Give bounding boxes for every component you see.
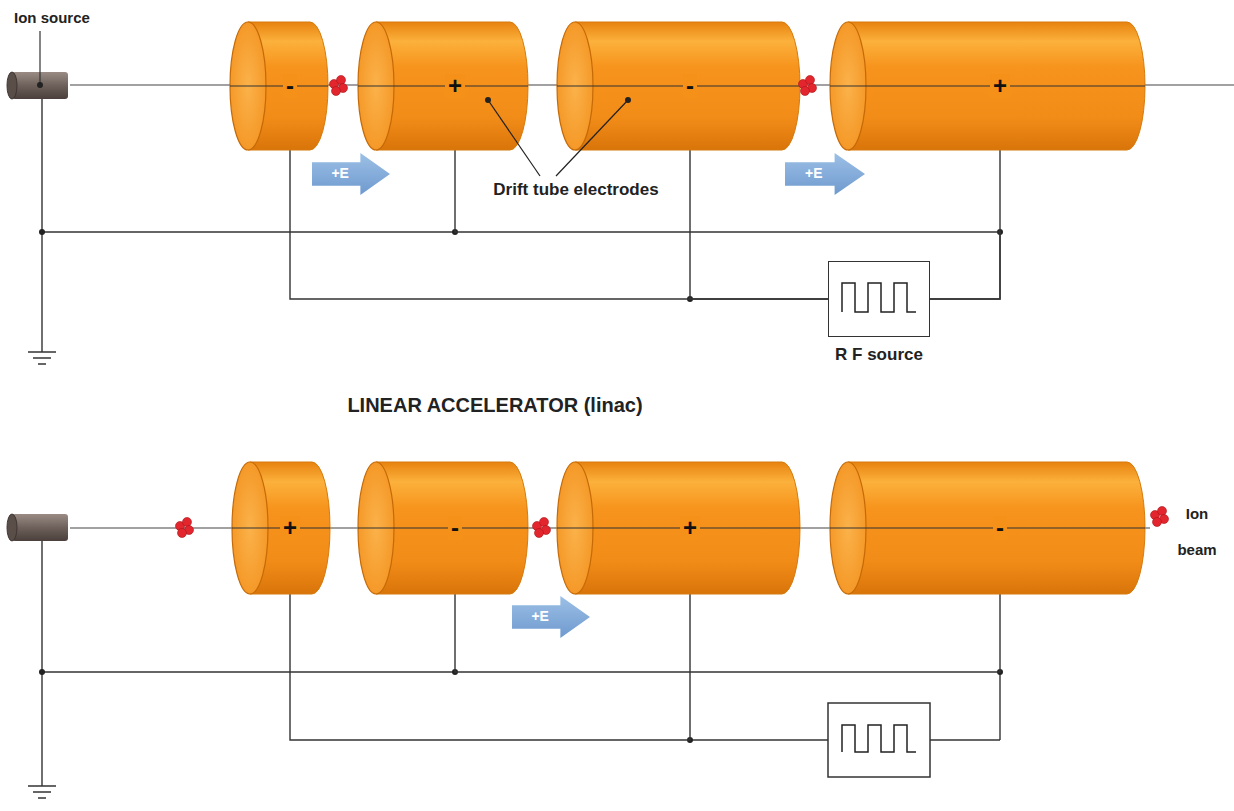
arrow-shape bbox=[512, 596, 590, 638]
wire bbox=[455, 594, 1000, 672]
drift-tube: - bbox=[358, 462, 528, 594]
beam-axis bbox=[830, 85, 1145, 86]
leader-line bbox=[488, 100, 540, 176]
cylinder-shape bbox=[358, 462, 528, 594]
rf-wire bbox=[930, 739, 1000, 740]
leader-dot bbox=[37, 82, 43, 88]
drift-tube: - bbox=[557, 22, 800, 150]
field-label: +E bbox=[531, 609, 549, 624]
rf-source-label: R F source bbox=[835, 346, 923, 365]
field-arrow-shape bbox=[785, 153, 865, 195]
cylinder-shape bbox=[830, 22, 1145, 150]
ground-symbol bbox=[38, 363, 46, 365]
wire bbox=[930, 150, 1000, 299]
part-label: Drift tube electrodes bbox=[493, 180, 658, 200]
ion-cluster bbox=[330, 76, 348, 96]
junction-dot bbox=[39, 669, 45, 675]
cylinder-shape bbox=[830, 462, 1145, 594]
beam-axis bbox=[358, 85, 528, 86]
beam-axis bbox=[230, 85, 328, 86]
square-wave bbox=[842, 283, 916, 312]
field-arrow: +E bbox=[312, 153, 390, 195]
cylinder-shape bbox=[557, 22, 800, 150]
wire bbox=[690, 150, 828, 299]
polarity-sign: - bbox=[993, 516, 1007, 540]
field-label: +E bbox=[805, 166, 823, 181]
polarity-sign: - bbox=[448, 516, 462, 540]
rf-source-box bbox=[828, 703, 930, 777]
beam-axis bbox=[557, 527, 800, 528]
polarity-sign: + bbox=[680, 516, 700, 540]
field-arrow-shape bbox=[512, 596, 590, 638]
cylinder-shape bbox=[230, 22, 328, 150]
cylinder-shape bbox=[557, 462, 800, 594]
part-label: Ion source bbox=[14, 9, 90, 26]
leader-dot bbox=[485, 97, 491, 103]
drift-tube: - bbox=[230, 22, 328, 150]
ground-wire bbox=[41, 528, 42, 786]
beam-axis bbox=[358, 527, 528, 528]
leader-dot bbox=[625, 97, 631, 103]
drift-tube: + bbox=[358, 22, 528, 150]
rf-wire bbox=[690, 739, 828, 740]
ground-symbol bbox=[33, 357, 51, 359]
diagram-title: LINEAR ACCELERATOR (linac) bbox=[347, 394, 642, 417]
ion-cluster bbox=[799, 76, 817, 96]
ground-rail bbox=[42, 671, 455, 672]
field-arrow: +E bbox=[512, 596, 590, 638]
ion-source-cylinder bbox=[12, 514, 68, 541]
beam-axis bbox=[830, 527, 1145, 528]
beam-axis bbox=[557, 85, 800, 86]
ground-symbol bbox=[28, 785, 56, 787]
polarity-sign: + bbox=[990, 74, 1010, 98]
square-wave-symbol bbox=[829, 262, 928, 335]
square-wave-symbol bbox=[842, 725, 916, 752]
ground-symbol bbox=[28, 351, 56, 353]
beam-axis bbox=[70, 527, 1150, 528]
drift-tube: - bbox=[830, 462, 1145, 594]
ground-rail bbox=[42, 231, 455, 232]
ion-cluster bbox=[533, 518, 551, 538]
arrow-shape bbox=[312, 153, 390, 195]
polarity-sign: - bbox=[283, 74, 297, 98]
junction-dot bbox=[39, 229, 45, 235]
rf-source-box: R F source bbox=[828, 261, 930, 337]
drift-tube: + bbox=[232, 462, 330, 594]
ground-wire bbox=[41, 85, 42, 352]
polarity-sign: - bbox=[683, 74, 697, 98]
ion-cluster bbox=[176, 518, 194, 538]
drift-tube: + bbox=[557, 462, 800, 594]
polarity-sign: + bbox=[445, 74, 465, 98]
leader-line bbox=[39, 31, 40, 85]
polarity-sign: + bbox=[280, 516, 300, 540]
field-arrow-shape bbox=[312, 153, 390, 195]
ground-symbol bbox=[38, 797, 46, 799]
drift-tube: + bbox=[830, 22, 1145, 150]
ion-source-face bbox=[7, 514, 17, 541]
cylinder-shape bbox=[358, 22, 528, 150]
ground-symbol bbox=[33, 791, 51, 793]
leader-line bbox=[556, 100, 628, 176]
field-arrow: +E bbox=[785, 153, 865, 195]
beam-label: Ion beam bbox=[1168, 496, 1226, 568]
ion-cluster bbox=[1151, 507, 1169, 527]
field-label: +E bbox=[331, 166, 349, 181]
ion-source-face bbox=[7, 72, 17, 99]
wire bbox=[290, 594, 690, 740]
arrow-shape bbox=[785, 153, 865, 195]
rf-wire bbox=[999, 672, 1000, 740]
